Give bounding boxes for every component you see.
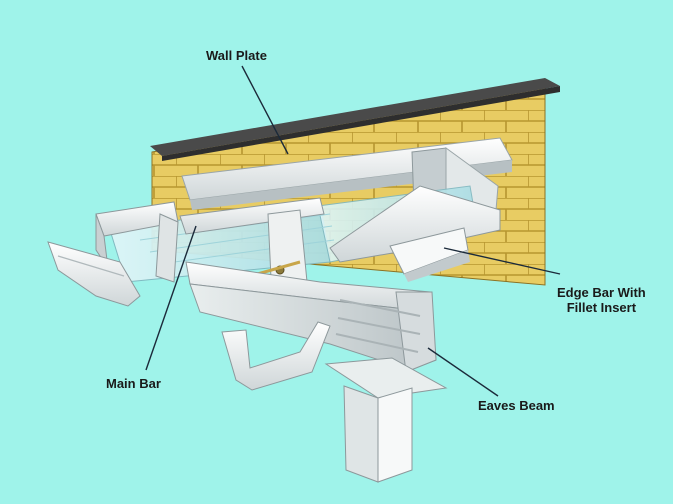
edge-bar — [329, 185, 501, 282]
eaves-beam-label: Eaves Beam — [478, 398, 555, 413]
edge-bar-label-line1: Edge Bar With — [557, 285, 646, 300]
wall-plate-leader — [241, 65, 289, 155]
gutter-bracket — [221, 321, 331, 391]
column — [324, 357, 448, 483]
main-bars — [95, 197, 325, 301]
edge-bar-label: Edge Bar With Fillet Insert — [557, 285, 646, 315]
edge-bar-leader — [443, 247, 561, 275]
eaves-beam-leader — [427, 347, 499, 397]
wall-plate-label: Wall Plate — [206, 48, 267, 63]
main-bar-label: Main Bar — [106, 376, 161, 391]
eaves-beam — [185, 261, 437, 373]
gutter — [47, 241, 141, 307]
edge-bar-label-line2: Fillet Insert — [566, 300, 637, 315]
leader-lines — [145, 65, 561, 397]
main-bar-leader — [145, 225, 197, 371]
